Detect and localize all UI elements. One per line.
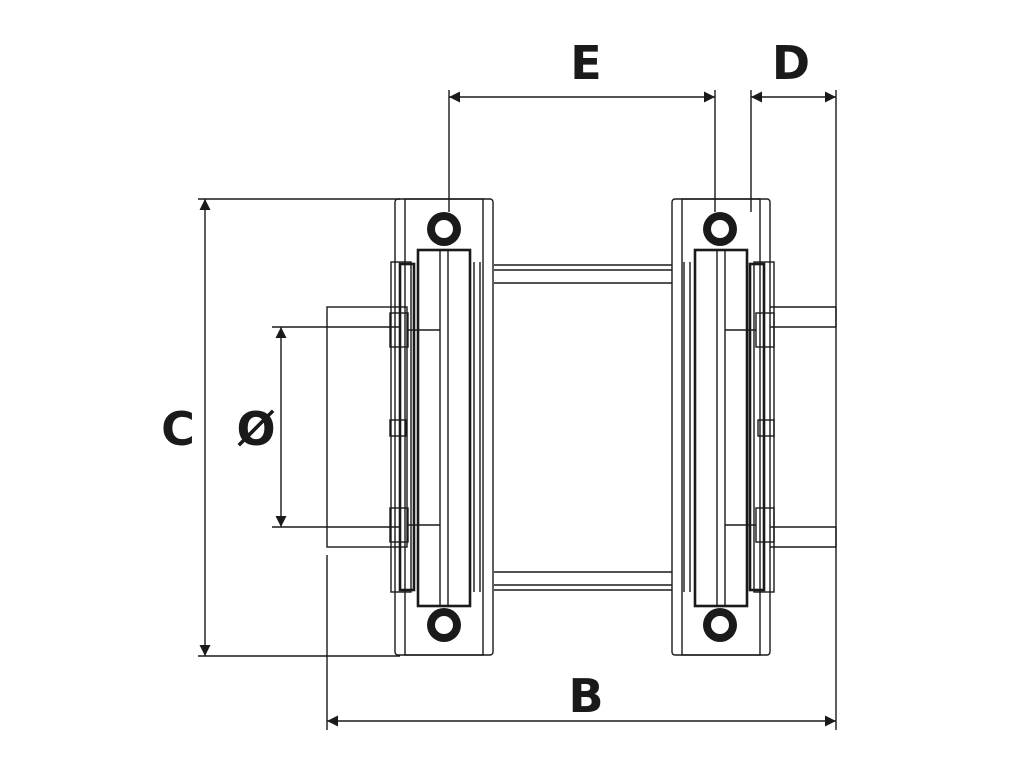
- label-e: E: [570, 36, 601, 90]
- label-b: B: [568, 669, 603, 723]
- dimension-c: C: [161, 198, 400, 657]
- dimension-e: E: [448, 36, 716, 212]
- label-d: D: [772, 36, 810, 90]
- bolt-bottom-left: [427, 608, 461, 642]
- right-hub: [770, 306, 837, 548]
- dimension-diameter: Ø: [236, 326, 327, 528]
- left-hub: [326, 306, 408, 548]
- left-flange: [389, 198, 494, 656]
- right-flange: [671, 198, 775, 656]
- bolt-bottom-right: [703, 608, 737, 642]
- bolt-top-left: [427, 212, 461, 246]
- dimension-d: D: [750, 36, 837, 730]
- bolt-top-right: [703, 212, 737, 246]
- spacer-bars: [494, 264, 672, 591]
- label-diameter: Ø: [236, 402, 275, 456]
- dimension-b: B: [326, 555, 836, 730]
- label-c: C: [161, 402, 195, 456]
